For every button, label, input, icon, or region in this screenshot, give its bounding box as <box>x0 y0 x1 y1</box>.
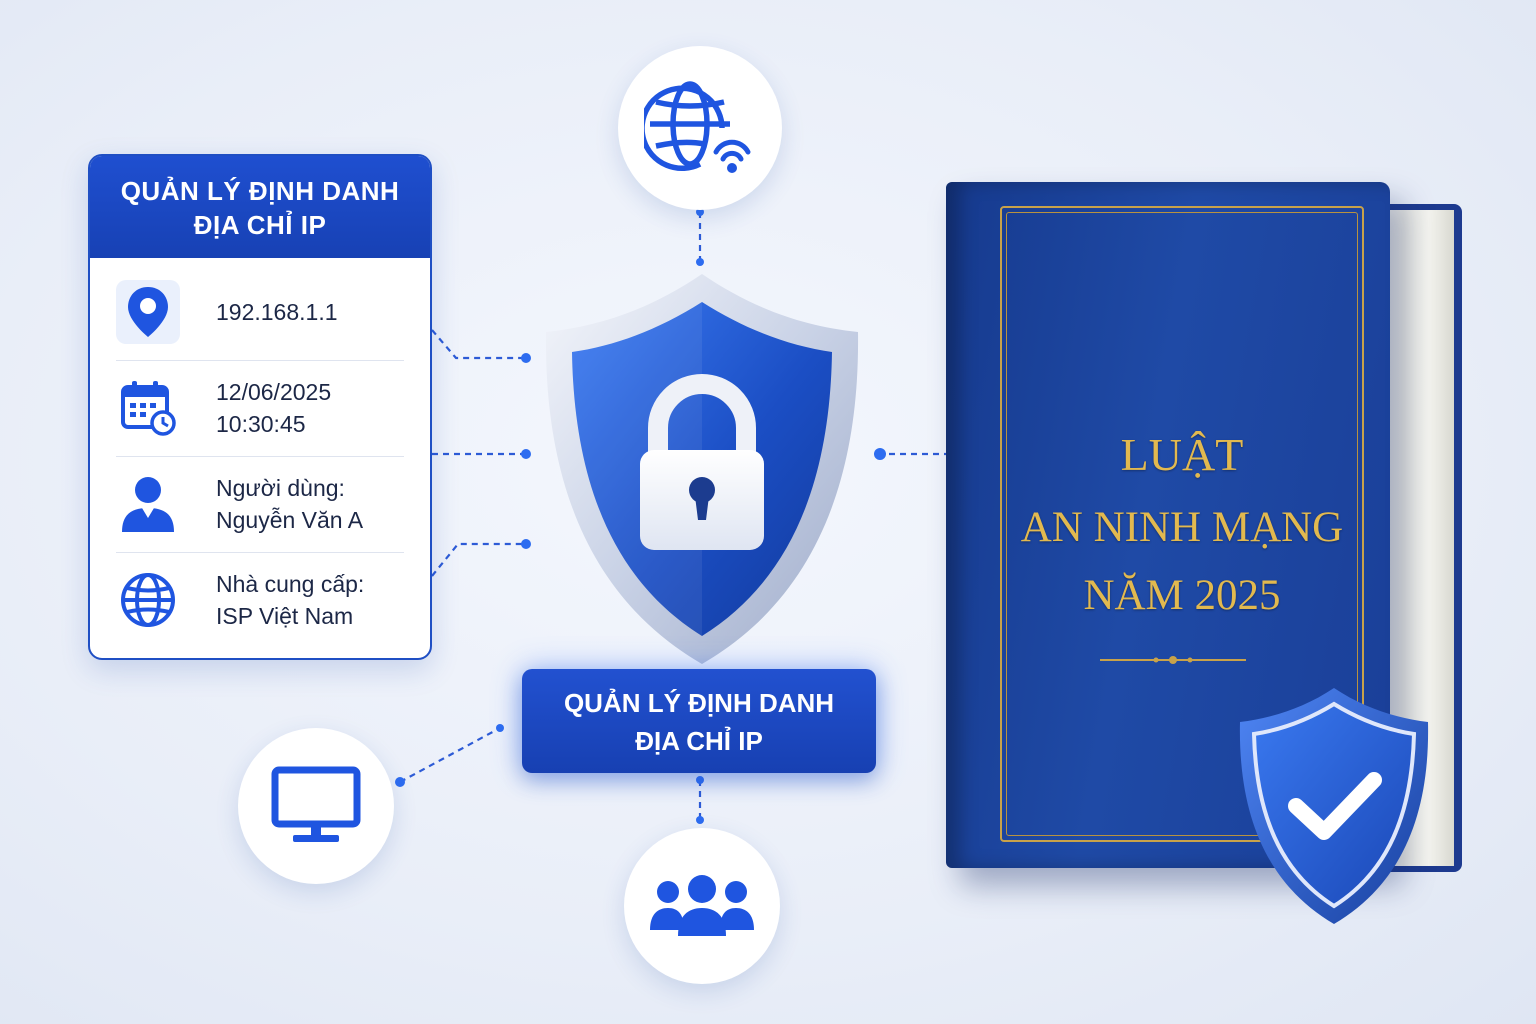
divider <box>116 360 404 361</box>
ip-identity-card: QUẢN LÝ ĐỊNH DANH ĐỊA CHỈ IP 192.168.1.1 <box>88 154 432 660</box>
location-pin-icon <box>116 280 180 344</box>
calendar-clock-icon <box>116 376 180 440</box>
provider-row: Nhà cung cấp: ISP Việt Nam <box>116 568 404 632</box>
user-label: Người dùng: <box>216 475 345 501</box>
book-title-line3: NĂM 2025 <box>1083 572 1281 619</box>
center-label-line1: QUẢN LÝ ĐỊNH DANH <box>563 688 835 718</box>
monitor-icon <box>271 766 361 842</box>
datetime-row: 12/06/2025 10:30:45 <box>116 376 404 440</box>
time-value: 10:30:45 <box>216 411 306 437</box>
card-header: QUẢN LÝ ĐỊNH DANH ĐỊA CHỈ IP <box>90 156 430 258</box>
datetime-text: 12/06/2025 10:30:45 <box>216 376 331 440</box>
book-title: LUẬT AN NINH MẠNG NĂM 2025 <box>1000 420 1364 626</box>
ip-address: 192.168.1.1 <box>216 299 338 325</box>
ip-row: 192.168.1.1 <box>116 280 404 344</box>
center-label: QUẢN LÝ ĐỊNH DANH ĐỊA CHỈ IP <box>522 669 876 773</box>
provider-text: Nhà cung cấp: ISP Việt Nam <box>216 568 364 632</box>
shield-check-icon <box>1239 688 1429 924</box>
user-row: Người dùng: Nguyễn Văn A <box>116 472 404 536</box>
card-title-line2: ĐỊA CHỈ IP <box>193 210 327 240</box>
book-ornament <box>1100 656 1246 664</box>
card-title-line1: QUẢN LÝ ĐỊNH DANH <box>120 176 400 206</box>
globe-wifi-icon <box>644 81 751 173</box>
users-circle <box>624 828 780 984</box>
user-icon <box>116 472 180 536</box>
divider <box>116 456 404 457</box>
shield-lock-icon <box>545 274 859 664</box>
book-title-line2: AN NINH MẠNG <box>1020 504 1344 551</box>
book-frame-inner <box>1006 212 1358 836</box>
users-group-icon <box>650 875 754 936</box>
book-title-line1: LUẬT <box>1120 429 1244 480</box>
center-label-line2: ĐỊA CHỈ IP <box>635 726 763 756</box>
network-circle <box>618 46 782 210</box>
provider-label: Nhà cung cấp: <box>216 571 365 597</box>
computer-circle <box>238 728 394 884</box>
globe-icon <box>116 568 180 632</box>
user-name: Nguyễn Văn A <box>216 507 364 533</box>
divider <box>116 552 404 553</box>
user-text: Người dùng: Nguyễn Văn A <box>216 472 363 536</box>
provider-name: ISP Việt Nam <box>216 603 354 629</box>
book-frame <box>1000 206 1364 842</box>
date-value: 12/06/2025 <box>216 379 332 405</box>
